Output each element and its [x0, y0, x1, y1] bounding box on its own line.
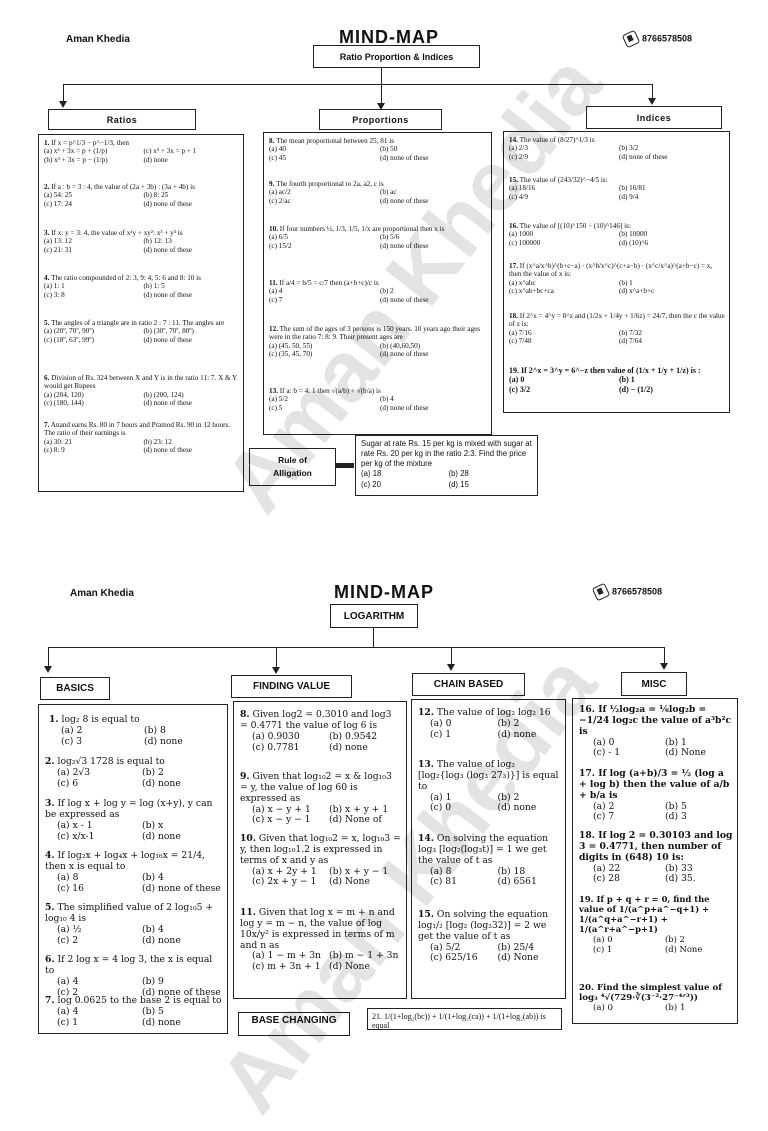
phone-icon [621, 29, 641, 49]
phone-number: 8766578508 [612, 586, 663, 597]
question-13: 13. If a: b = 4: 1 then √(a/b) + √(b/a) … [269, 387, 429, 412]
question-19: 19. If 2^x = 3^y = 6^−z then value of (1… [509, 366, 701, 394]
question-13: 13. The value of log₂ [log₂{log₃ (log₃ 2… [418, 759, 559, 814]
question-17: 17. If (x^a/x^b)^(b+c−a) · (x^b/x^c)^(c+… [509, 262, 713, 296]
question-8: 8. Given log2 = 0.3010 and log3 = 0.4771… [240, 709, 392, 753]
ratios-panel: 1. If x = p^1/3 − p^−1/3, then (a) x³ + … [38, 134, 244, 492]
question-5: 5. The angles of a triangle are in ratio… [44, 319, 225, 344]
question-10: 10. If four numbers ½, 1/3, 1/5, 1/x are… [269, 225, 445, 250]
question-6: 6. Division of Rs. 324 between X and Y i… [44, 374, 238, 408]
question-4: 4. If log₂x + log₄x + log₁₆x = 21/4, the… [45, 850, 221, 894]
question-14: 14. On solving the equation log₃ [log₂(l… [418, 833, 549, 888]
indices-panel: 14. The value of (8/27)^1/3 is (a) 2/3(b… [503, 131, 730, 413]
author-name-2: Aman Khedia [70, 588, 134, 599]
header-ratios[interactable]: Ratios [48, 109, 196, 130]
question-5: 5. The simplified value of 2 log₁₀5 + lo… [45, 902, 214, 946]
question-9: 9. Given that log₁₀2 = x & log₁₀3 = y, t… [240, 771, 392, 826]
question-10: 10. Given that log₁₀2 = x, log₁₀3 = y, t… [240, 833, 401, 888]
subtitle-box: Ratio Proportion & Indices [313, 45, 480, 68]
basics-panel: 1. log₂ 8 is equal to (a) 2(b) 8(c) 3(d)… [38, 704, 228, 1034]
question-19: 19. If p + q + r = 0, find the value of … [579, 894, 710, 954]
header-indices[interactable]: Indices [586, 106, 722, 129]
question-8: 8. The mean proportional between 25, 81 … [269, 137, 429, 162]
question-14: 14. The value of (8/27)^1/3 is (a) 2/3(b… [509, 136, 668, 161]
question-15: 15. On solving the equation log₁/₂ [log₂… [418, 909, 549, 964]
question-20: 20. Find the simplest value of log₃ ⁴√(7… [579, 983, 722, 1014]
question-7: 7. Anand earns Rs. 80 in 7 hours and Pra… [44, 421, 231, 455]
question-1: 1. If x = p^1/3 − p^−1/3, then (a) x³ + … [44, 139, 197, 164]
phone-number: 8766578508 [642, 33, 693, 44]
header-base-changing[interactable]: BASE CHANGING [238, 1012, 350, 1036]
question-11: 11. Given that log x = m + n and log y =… [240, 907, 399, 973]
header-basics[interactable]: BASICS [40, 677, 110, 700]
question-11: 11. If a/4 = b/5 = c/7 then (a+b+c)/c is… [269, 279, 429, 304]
question-3: 3. If log x + log y = log (x+y), y can b… [45, 798, 213, 842]
finding-value-panel: 8. Given log2 = 0.3010 and log3 = 0.4771… [233, 701, 407, 999]
page-title-2: MIND-MAP [334, 582, 434, 602]
question-2: 2. If a : b = 3 : 4, the value of (2a + … [44, 183, 195, 208]
question-16: 16. The value of [(10)^150 ÷ (10)^146] i… [509, 222, 649, 247]
question-18: 18. If log 2 = 0.30103 and log 3 = 0.477… [579, 830, 733, 885]
misc-panel: 16. If ½log₂a = ⅙log₂b = −1/24 log₂c the… [572, 698, 738, 1024]
question-17: 17. If log (a+b)/3 = ½ (log a + log b) t… [579, 768, 730, 823]
question-2: 2. log₂√3 1728 is equal to (a) 2√3(b) 2(… [45, 756, 181, 789]
author-name: Aman Khedia [66, 34, 130, 45]
page-title: MIND-MAP [339, 27, 439, 47]
question-12: 12. The sum of the ages of 3 persons is … [269, 325, 481, 359]
question-6: 6. If 2 log x = 4 log 3, the x is equal … [45, 954, 221, 998]
phone-icon [591, 582, 611, 602]
chain-based-panel: 12. The value of log₂ log₂ 16 (a) 0(b) 2… [411, 699, 566, 999]
phone-contact-2: 8766578508 [591, 582, 663, 602]
question-4: 4. The ratio compounded of 2: 3, 9: 4, 5… [44, 274, 201, 299]
question-9: 9. The fourth proportional to 2a, a2, c … [269, 180, 429, 205]
subtitle-box-2: LOGARITHM [330, 604, 418, 628]
question-16: 16. If ½log₂a = ⅙log₂b = −1/24 log₂c the… [579, 704, 732, 759]
question-3: 3. If x: y = 3: 4, the value of x²y + xy… [44, 229, 192, 254]
question-15: 15. The value of (243/32)^−4/5 is: (a) 1… [509, 176, 646, 201]
header-finding-value[interactable]: FINDING VALUE [231, 675, 352, 698]
phone-contact: 8766578508 [621, 29, 693, 49]
question-1: 1. log₂ 8 is equal to (a) 2(b) 8(c) 3(d)… [49, 714, 183, 747]
header-proportions[interactable]: Proportions [319, 109, 442, 130]
header-chain-based[interactable]: CHAIN BASED [412, 673, 525, 696]
proportions-panel: 8. The mean proportional between 25, 81 … [263, 132, 492, 435]
question-12: 12. The value of log₂ log₂ 16 (a) 0(b) 2… [418, 707, 551, 740]
question-7: 7. log 0.0625 to the base 2 is equal to … [45, 995, 222, 1028]
alligation-question: Sugar at rate Rs. 15 per kg is mixed wit… [355, 435, 538, 496]
header-misc[interactable]: MISC [621, 672, 687, 696]
question-21: 21. 1/(1+log₂(bc)) + 1/(1+log₂(ca)) + 1/… [367, 1008, 562, 1030]
question-18: 18. If 2^x = 4^y = 8^z and (1/2x + 1/4y … [509, 312, 725, 346]
